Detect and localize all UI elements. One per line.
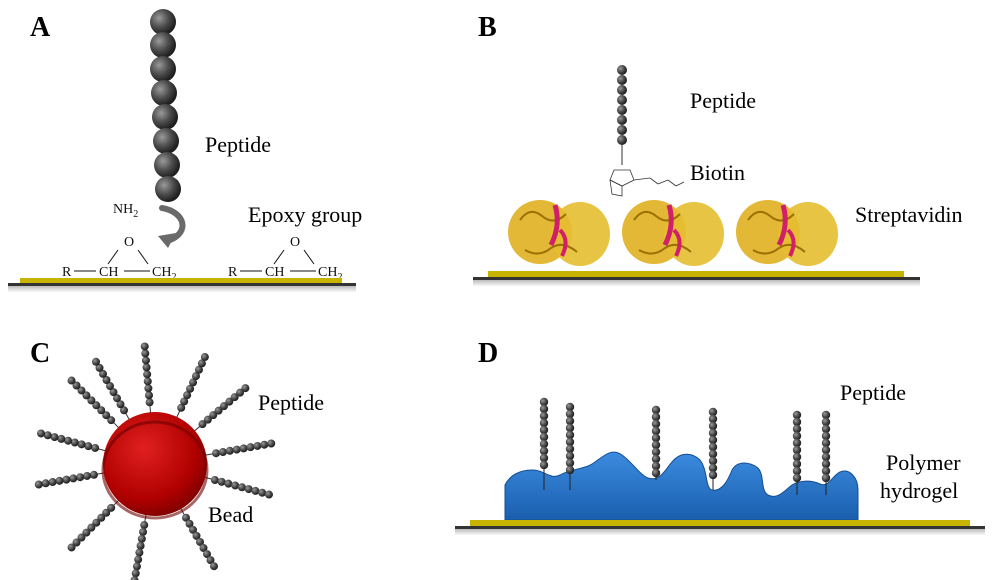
panel-c: C Peptide Bead — [30, 338, 324, 580]
amine-label: NH2 — [113, 202, 138, 220]
surface-a — [8, 278, 356, 292]
svg-text:CH2: CH2 — [318, 265, 342, 283]
streptavidin-label: Streptavidin — [855, 202, 963, 227]
hydrogel-peptide-chains — [539, 397, 831, 495]
svg-text:O: O — [290, 235, 300, 250]
epoxy-structure-2: O R CH CH2 — [228, 235, 342, 283]
bead-label: Bead — [208, 502, 253, 527]
panel-a-letter: A — [30, 12, 51, 43]
hydrogel-label-line1: Polymer — [886, 450, 961, 475]
svg-text:CH: CH — [99, 265, 118, 280]
svg-text:O: O — [124, 235, 134, 250]
reaction-arrow-icon — [159, 205, 186, 243]
epoxy-label: Epoxy group — [248, 202, 362, 227]
hydrogel-label-line2: hydrogel — [880, 478, 958, 503]
peptide-label-b: Peptide — [690, 88, 756, 113]
panel-b-letter: B — [478, 12, 497, 43]
streptavidin-protein-2 — [622, 200, 724, 266]
peptide-label-c: Peptide — [258, 390, 324, 415]
biotin-structure — [609, 169, 685, 197]
peptide-label-a: Peptide — [205, 132, 271, 157]
peptide-chain-b — [617, 65, 627, 165]
streptavidin-protein-1 — [508, 200, 610, 266]
svg-text:R: R — [62, 265, 72, 280]
surface-d — [455, 520, 985, 535]
panel-c-letter: C — [30, 338, 50, 369]
epoxy-structure-1: O R CH CH2 — [62, 235, 176, 283]
streptavidin-protein-3 — [736, 200, 838, 266]
panel-b: B Peptide Biotin Streptavidin — [473, 12, 963, 286]
surface-b — [473, 271, 920, 286]
bead-sphere — [101, 412, 209, 520]
svg-text:CH2: CH2 — [152, 265, 176, 283]
panel-a: A Peptide NH2 Epoxy group O R CH — [8, 9, 362, 292]
peptide-label-d: Peptide — [840, 380, 906, 405]
panel-d-letter: D — [478, 338, 498, 369]
biotin-label: Biotin — [690, 160, 745, 185]
peptide-chain-a — [150, 9, 181, 202]
svg-text:R: R — [228, 265, 238, 280]
svg-text:CH: CH — [265, 265, 284, 280]
polymer-hydrogel-shape — [504, 451, 859, 521]
panel-d: D Peptide Polymer hydrogel — [455, 338, 985, 535]
